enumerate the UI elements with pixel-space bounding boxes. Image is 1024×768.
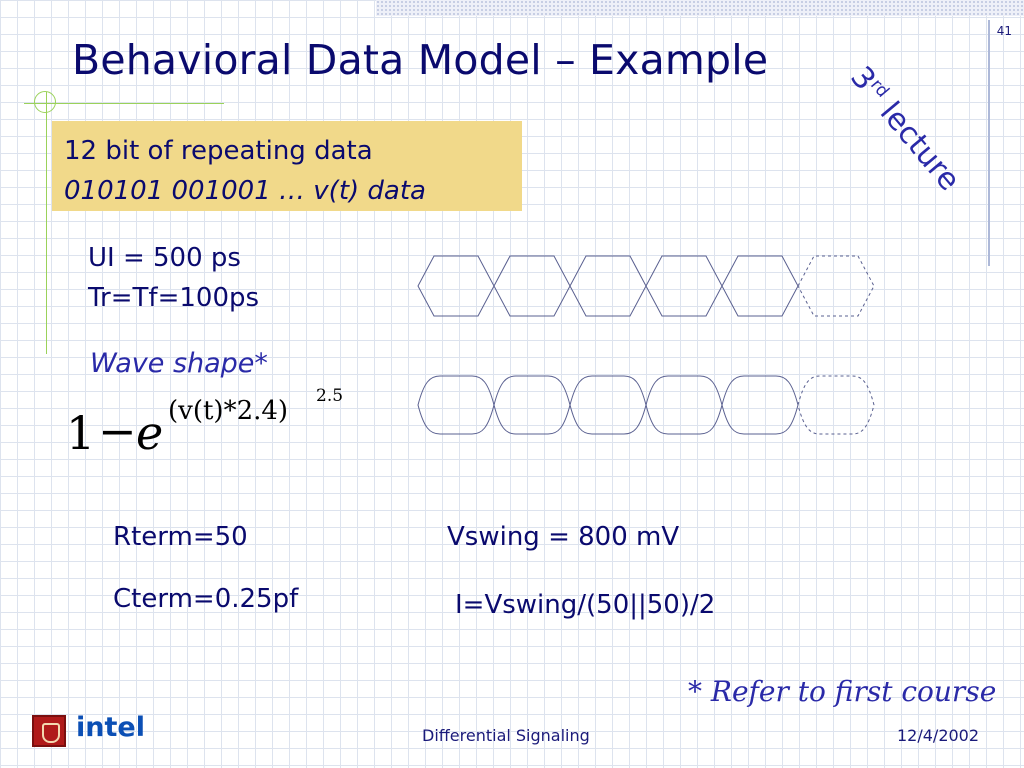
eye-diagrams	[417, 255, 875, 435]
eye-linear-5	[721, 255, 799, 317]
right-rule	[988, 20, 990, 266]
data-callout-box: 12 bit of repeating data 010101 001001 ……	[52, 121, 522, 211]
lecture-word: lecture	[872, 95, 967, 198]
top-decorative-band	[376, 0, 1024, 16]
rise-fall-param: Tr=Tf=100ps	[88, 283, 260, 313]
eye-linear-2	[493, 255, 571, 317]
eye-shaped-4	[645, 375, 723, 435]
rterm-value: Rterm=50	[113, 522, 248, 552]
eye-linear-1	[417, 255, 495, 317]
green-vertical-rule	[46, 92, 47, 354]
ui-param: UI = 500 ps	[88, 243, 241, 273]
footnote: * Refer to first course	[688, 675, 997, 708]
slide-title: Behavioral Data Model – Example	[72, 36, 769, 84]
eye-shaped-3	[569, 375, 647, 435]
university-seal-icon	[32, 715, 66, 747]
green-ring-decoration	[34, 91, 56, 113]
eye-shaped-5	[721, 375, 799, 435]
callout-line-1: 12 bit of repeating data	[64, 136, 373, 166]
green-horizontal-rule	[24, 103, 224, 104]
footer-title: Differential Signaling	[422, 726, 590, 745]
footer-date: 12/4/2002	[897, 726, 980, 745]
eye-linear-3	[569, 255, 647, 317]
lecture-tag: 3rd lecture	[843, 60, 966, 198]
formula-minus: −	[98, 404, 137, 458]
eye-shaped-6	[797, 375, 875, 435]
formula-exponent: (v(t)*2.4)	[168, 396, 289, 426]
eye-shaped-1	[417, 375, 495, 435]
formula-e: e	[136, 406, 164, 460]
eye-linear-6	[797, 255, 875, 317]
cterm-value: Cterm=0.25pf	[113, 584, 299, 614]
callout-line-2: 010101 001001 … v(t) data	[64, 176, 426, 206]
formula-one: 1	[66, 406, 96, 460]
timing-params: UI = 500 ps Tr=Tf=100ps	[88, 238, 259, 318]
slide-number: 41	[996, 24, 1012, 38]
eye-shaped-2	[493, 375, 571, 435]
intel-logo: intel	[76, 712, 145, 743]
wave-shape-label: Wave shape*	[90, 348, 268, 379]
current-formula: I=Vswing/(50||50)/2	[455, 590, 716, 620]
eye-linear-4	[645, 255, 723, 317]
vswing-value: Vswing = 800 mV	[447, 522, 680, 552]
formula-power: 2.5	[316, 386, 344, 406]
